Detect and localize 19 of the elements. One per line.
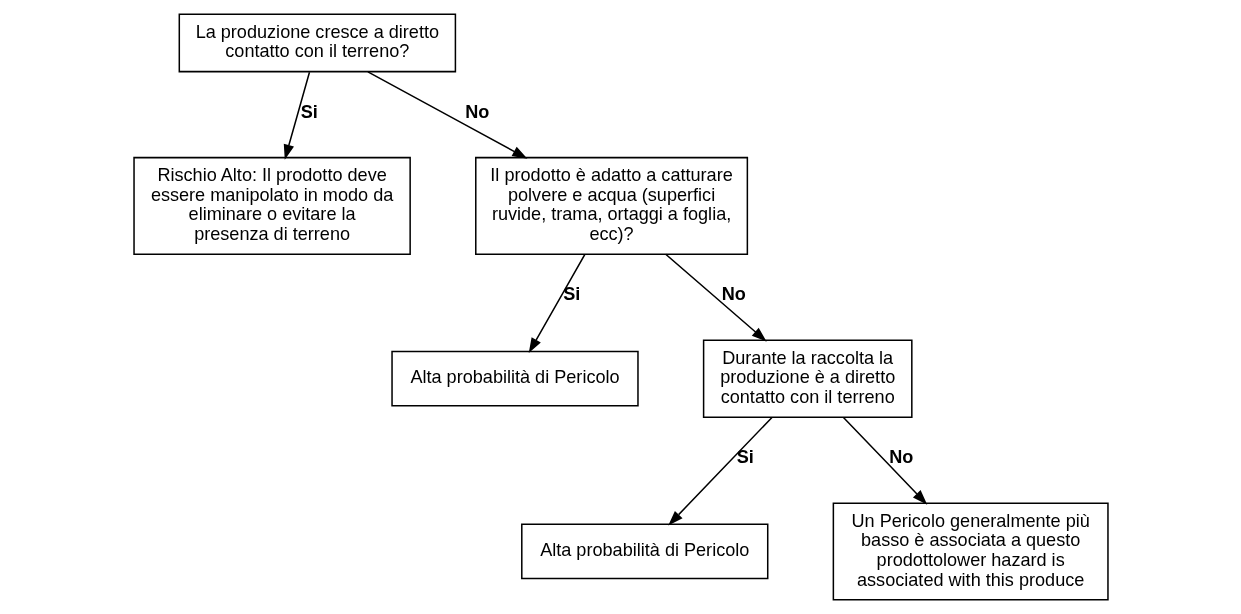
node-box: Alta probabilità di Pericolo <box>520 523 768 580</box>
node-box: Rischio Alto: Il prodotto deve essere manipolato in modo da eliminare o evitare la presenza di terreno <box>132 156 411 255</box>
node-box: La produzione cresce a diretto contatto con il terreno? <box>178 13 456 73</box>
node-box: Un Pericolo generalmente più basso è associata a questo prodottolower hazard is associated with this produce <box>832 502 1109 601</box>
node-box: Il prodotto è adatto a catturare polvere e acqua (superfici ruvide, trama, ortaggi a foglia, ecc)? <box>474 156 748 255</box>
edge-label: Si <box>562 284 580 305</box>
node-box: Alta probabilità di Pericolo <box>390 350 639 407</box>
node-box: Durante la raccolta la produzione è a diretto contatto con il terreno <box>702 339 913 418</box>
arrow <box>366 71 527 159</box>
arrow <box>667 416 773 526</box>
edge-label: Si <box>300 101 318 122</box>
arrow <box>283 71 310 160</box>
arrow <box>528 253 586 353</box>
edge-label: Si <box>736 447 754 468</box>
edge-label: No <box>464 101 489 122</box>
arrow <box>842 416 927 505</box>
arrow <box>664 253 767 342</box>
edge-label: No <box>721 284 746 305</box>
edge-label: No <box>888 447 913 468</box>
